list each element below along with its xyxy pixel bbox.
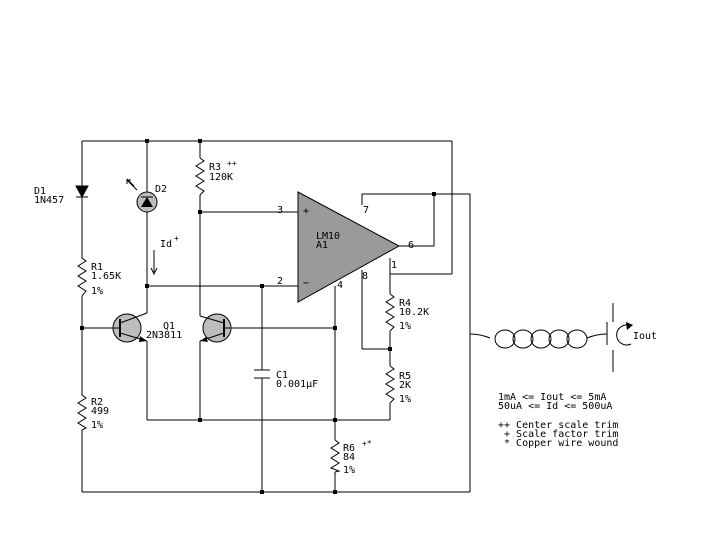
capacitor-c1-symbol <box>254 369 270 379</box>
r6-trim-mark: +* <box>362 439 372 448</box>
pin-8-label: 8 <box>362 271 368 282</box>
d2-ref-label: D2 <box>155 184 167 195</box>
transistor-q1-left <box>112 286 148 343</box>
r4-value-label: 10.2K <box>399 307 429 318</box>
legend-scale-factor: + Scale factor trim <box>498 429 618 440</box>
opamp-plus-label: + <box>303 206 309 217</box>
resistor-r6-symbol <box>329 439 341 473</box>
a1-type-label: LM10 <box>316 231 340 242</box>
resistor-r1-symbol <box>77 257 87 297</box>
note-id-range: 50uA <= Id <= 500uA <box>498 401 612 412</box>
resistor-r3-symbol <box>195 157 205 196</box>
resistor-r5-symbol <box>385 365 395 404</box>
q1-value-label: 2N3811 <box>146 330 182 341</box>
pin-6-label: 6 <box>408 240 414 251</box>
r2-ref-label: R2 <box>91 397 103 408</box>
junction-dots <box>80 139 436 494</box>
r4-ref-label: R4 <box>399 298 411 309</box>
pin-7-label: 7 <box>363 205 369 216</box>
r4-tol-label: 1% <box>399 321 411 332</box>
pin-1-label: 1 <box>391 260 397 271</box>
iout-arrow-icon <box>612 303 633 372</box>
current-coil-symbol <box>469 322 608 349</box>
resistor-r2-symbol <box>77 394 88 431</box>
r6-tol-label: 1% <box>343 465 355 476</box>
r1-value-label: 1.65K <box>91 271 121 282</box>
c1-ref-label: C1 <box>276 370 288 381</box>
r3-value-label: 120K <box>209 172 233 183</box>
transistor-q1-right <box>199 313 232 343</box>
r1-ref-label: R1 <box>91 262 103 273</box>
note-iout-range: 1mA <= Iout <= 5mA <box>498 392 606 403</box>
pin-2-label: 2 <box>277 276 283 287</box>
diode-d1-symbol <box>75 185 89 199</box>
a1-ref-label: A1 <box>316 240 328 251</box>
c1-value-label: 0.001µF <box>276 379 318 390</box>
id-current-label: Id <box>160 239 172 250</box>
id-current-superscript: + <box>174 234 179 243</box>
wires <box>81 140 471 493</box>
r6-value-label: 84 <box>343 452 355 463</box>
d1-ref-label: D1 <box>34 186 46 197</box>
photodiode-d2-symbol <box>126 178 158 213</box>
opamp-a1-symbol <box>297 191 401 303</box>
r1-tol-label: 1% <box>91 286 103 297</box>
opamp-minus-label: − <box>303 278 309 289</box>
r6-ref-label: R6 <box>343 443 355 454</box>
r2-value-label: 499 <box>91 406 109 417</box>
pin-3-label: 3 <box>277 205 283 216</box>
d1-value-label: 1N457 <box>34 195 64 206</box>
r5-value-label: 2K <box>399 380 411 391</box>
r3-ref-label: R3 <box>209 162 221 173</box>
r2-tol-label: 1% <box>91 420 103 431</box>
r5-tol-label: 1% <box>399 394 411 405</box>
legend-copper-wire: * Copper wire wound <box>498 438 618 449</box>
resistor-r4-symbol <box>385 293 395 332</box>
pin-4-label: 4 <box>337 280 343 291</box>
legend-center-scale: ++ Center scale trim <box>498 420 618 431</box>
r5-ref-label: R5 <box>399 371 411 382</box>
iout-label: Iout <box>633 331 657 342</box>
q1-ref-label: Q1 <box>163 321 175 332</box>
r3-trim-mark: ++ <box>227 159 237 168</box>
